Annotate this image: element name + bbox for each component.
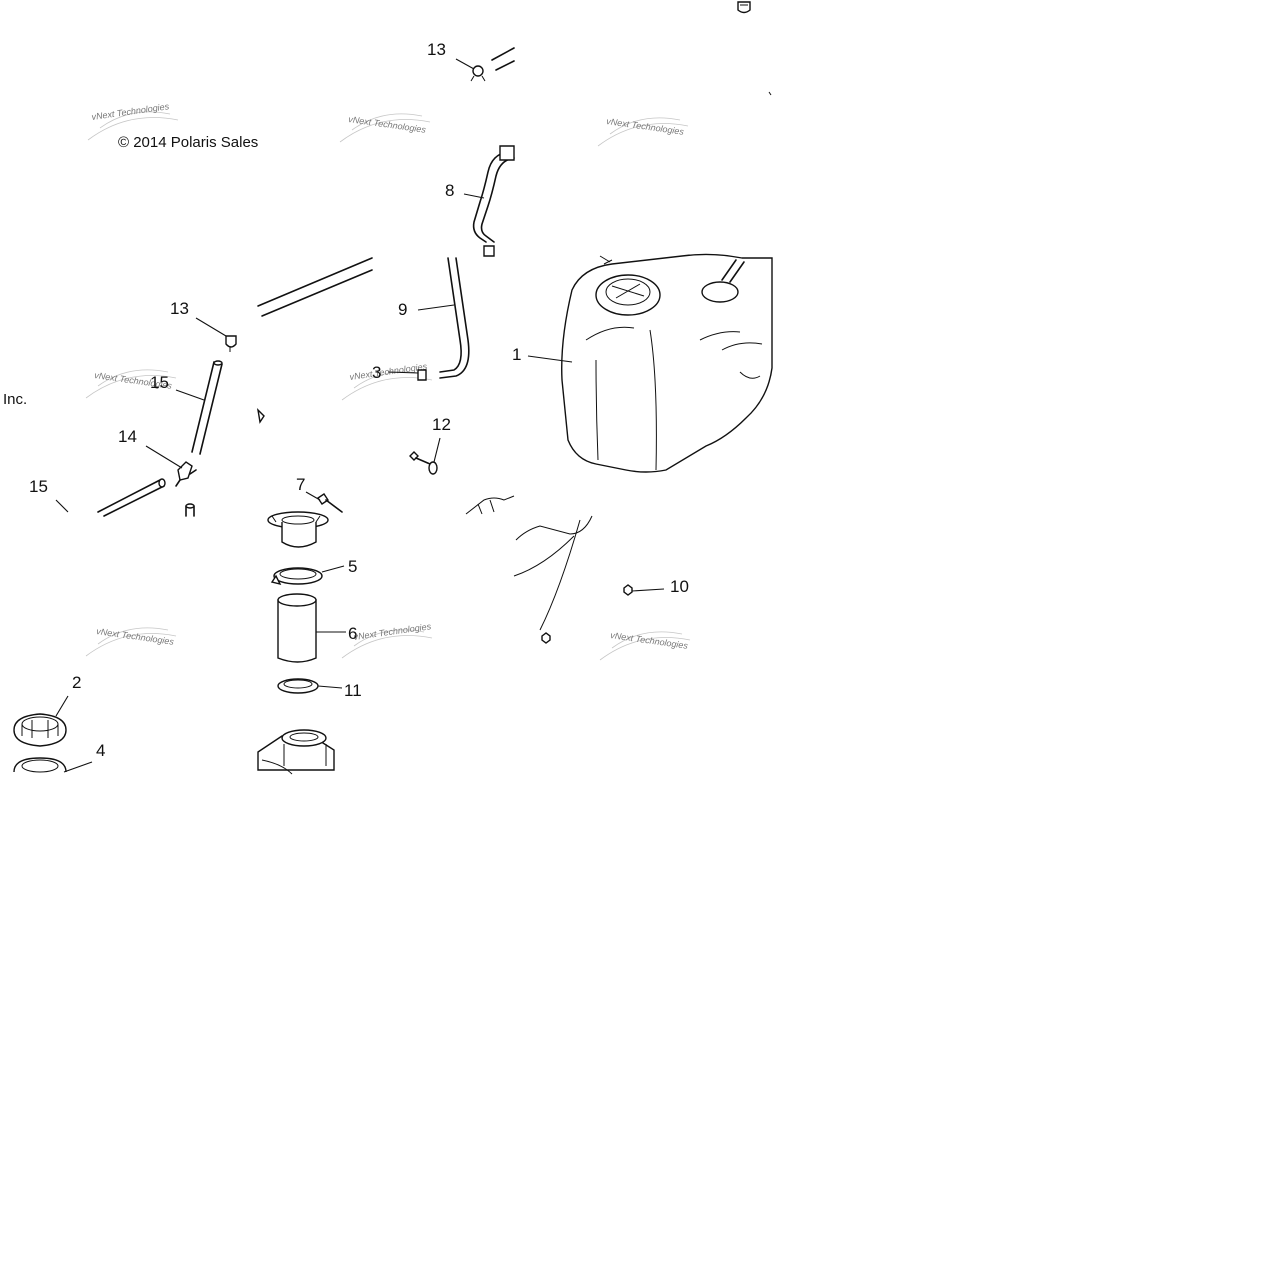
watermark-9: vNext Technologies [599, 630, 691, 661]
watermark-text: vNext Technologies [353, 621, 432, 642]
leader-7 [305, 491, 321, 501]
leader-1 [527, 355, 573, 363]
leader-15-lower [55, 499, 69, 513]
clip-fragment [256, 407, 265, 424]
callout-13-top: 13 [427, 40, 446, 59]
callout-4: 4 [96, 741, 105, 760]
callout-10: 10 [670, 577, 689, 596]
watermark-7: vNext Technologies [85, 626, 177, 657]
callout-3: 3 [372, 363, 381, 382]
filler-neck [267, 511, 329, 548]
part-15-tube-upper [191, 360, 223, 455]
panel-edge [257, 257, 373, 317]
part-10-nut [541, 584, 633, 644]
copyright-line-2: Inc. [3, 391, 27, 408]
part-2-fuel-cap [13, 713, 67, 747]
watermark-2: vNext Technologies [339, 113, 431, 143]
callout-1: 1 [512, 345, 521, 364]
line-fragment [768, 91, 772, 96]
fitting-top-right [737, 1, 751, 14]
filler-lower-fragment [257, 729, 335, 775]
part-14-tee [175, 461, 197, 487]
leader-12 [433, 437, 441, 463]
leader-4 [63, 761, 93, 773]
callout-14: 14 [118, 427, 137, 446]
watermark-3: vNext Technologies [597, 116, 689, 147]
leader-3 [387, 371, 419, 374]
leader-9 [417, 304, 455, 311]
part-13-top-fitting [470, 47, 515, 82]
part-3-clip [417, 369, 427, 381]
part-13-left-fitting [225, 335, 237, 352]
tank-fragment-lower [465, 495, 593, 631]
callout-11: 11 [344, 681, 362, 700]
watermark-text: vNext Technologies [91, 101, 170, 122]
leader-15-upper [175, 389, 205, 401]
part-1-fuel-tank [561, 253, 773, 473]
leader-5 [321, 565, 345, 573]
callout-13-left: 13 [170, 299, 189, 318]
part-9-hose [439, 257, 470, 379]
callout-9: 9 [398, 300, 407, 319]
watermark-text: vNext Technologies [348, 114, 427, 135]
part-5-clamp [270, 567, 323, 586]
leader-11 [317, 685, 343, 689]
leader-13-top [455, 58, 475, 70]
leader-10 [631, 588, 665, 592]
part-11-clamp [277, 678, 319, 694]
callout-5: 5 [348, 557, 357, 576]
part-12-bolt [409, 451, 438, 475]
callout-15-lower: 15 [29, 477, 48, 496]
part-6-hose [277, 593, 317, 663]
callout-8: 8 [445, 181, 454, 200]
leader-8 [463, 193, 485, 199]
leader-14 [145, 445, 183, 469]
callout-6: 6 [348, 624, 357, 643]
callout-2: 2 [72, 673, 81, 692]
part-8-vent-hose [472, 145, 515, 257]
part-4-neck [13, 757, 67, 773]
callout-12: 12 [432, 415, 451, 434]
part-15-tube-lower [97, 478, 195, 517]
callout-7: 7 [296, 475, 305, 494]
callout-15-upper: 15 [150, 373, 169, 392]
leader-13-left [195, 317, 227, 337]
copyright-line-1: © 2014 Polaris Sales [118, 134, 258, 151]
part-7-screw [317, 493, 343, 513]
leader-2 [55, 695, 69, 717]
